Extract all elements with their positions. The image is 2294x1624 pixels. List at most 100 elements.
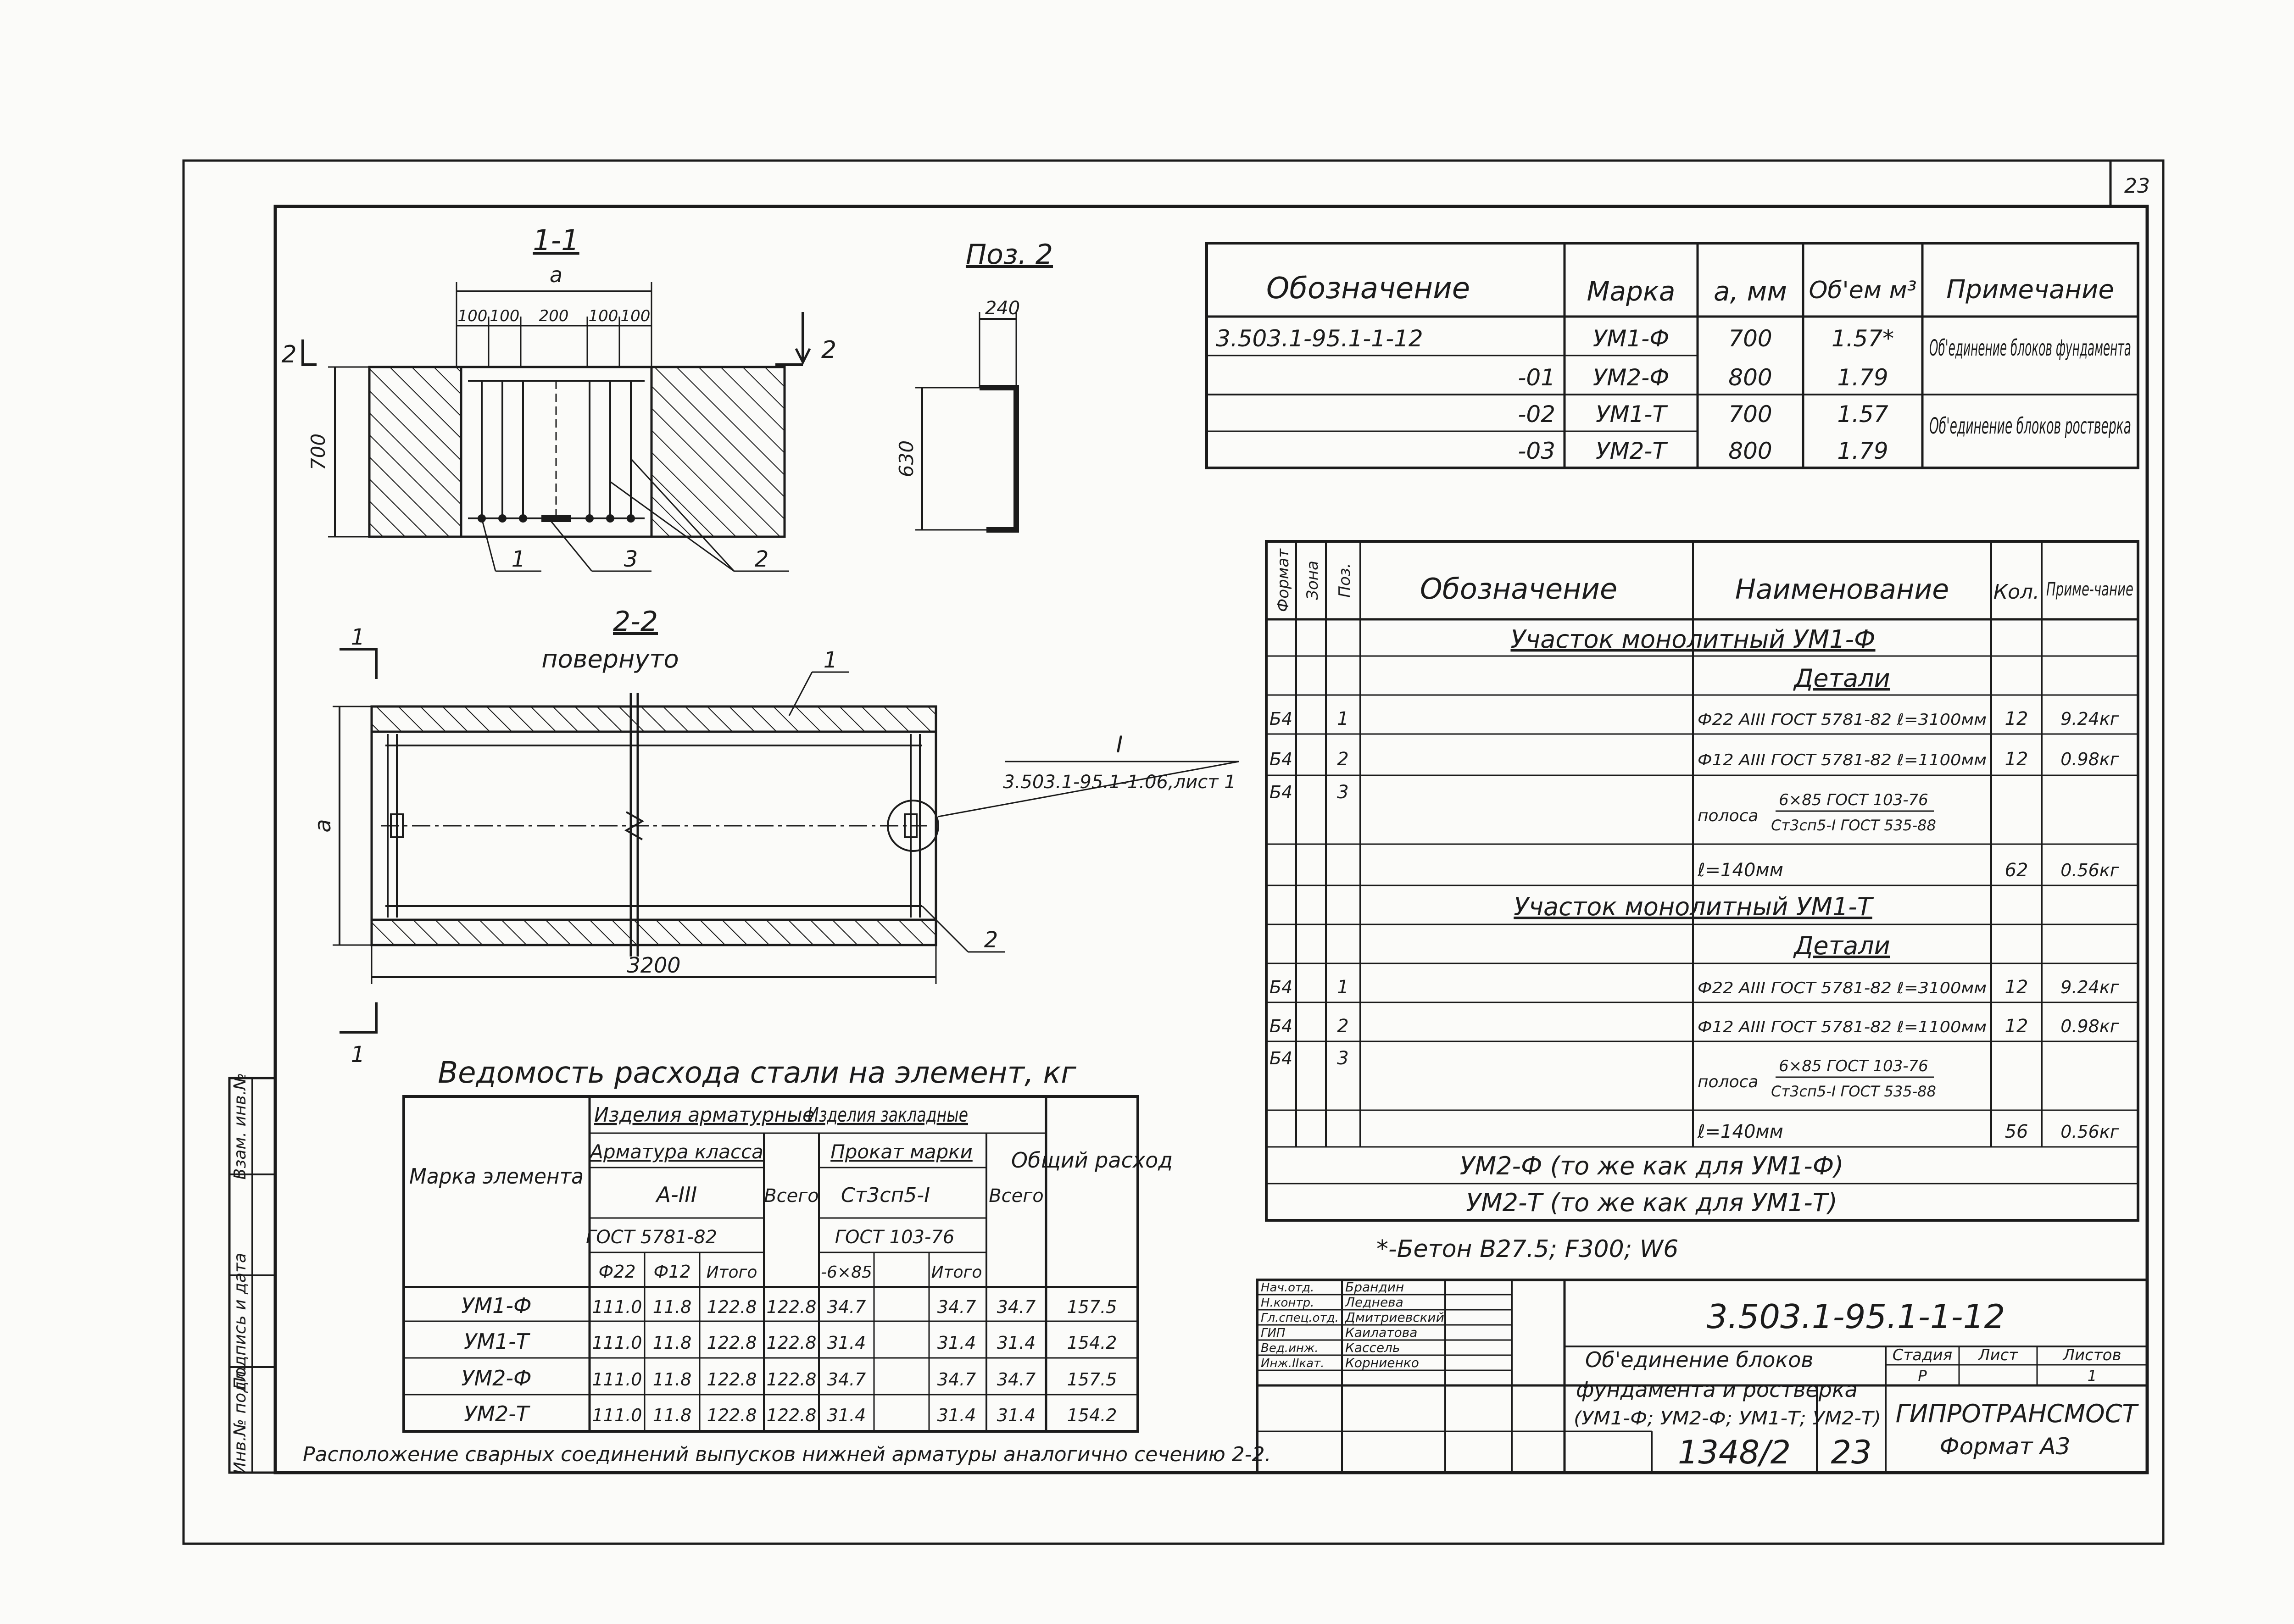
svg-text:Б4: Б4 (1269, 1048, 1292, 1068)
svg-text:Примечание: Примечание (1946, 275, 2114, 305)
steel-row-value: 34.7 (827, 1369, 866, 1390)
svg-text:Б4: Б4 (1269, 1016, 1292, 1036)
archive-number: 1348/2 (1678, 1434, 1791, 1471)
svg-text:9.24кг: 9.24кг (2060, 977, 2120, 997)
svg-text:-6×85: -6×85 (821, 1263, 872, 1282)
signatory-name: Леднева (1345, 1295, 1403, 1310)
steel-row-value: 31.4 (997, 1333, 1036, 1353)
signatory-name: Каилатова (1345, 1325, 1417, 1340)
svg-text:Ст3сп5-I ГОСТ 535-88: Ст3сп5-I ГОСТ 535-88 (1771, 1083, 1936, 1100)
signatory-role: Гл.спец.отд. (1261, 1311, 1339, 1325)
pos-2-title: Поз. 2 (966, 239, 1053, 271)
svg-text:Изделия закладные: Изделия закладные (807, 1103, 968, 1127)
svg-text:Об'единение блоков фундамента: Об'единение блоков фундамента (1929, 335, 2131, 361)
svg-text:a: a (310, 819, 336, 832)
svg-text:0.56кг: 0.56кг (2060, 860, 2120, 880)
svg-text:Ф22 АIII ГОСТ 5781-82 ℓ=3100мм: Ф22 АIII ГОСТ 5781-82 ℓ=3100мм (1698, 979, 1987, 997)
corner-page-number: 23 (2124, 174, 2150, 198)
svg-text:12: 12 (2005, 708, 2028, 729)
format-label: Формат А3 (1940, 1433, 2071, 1460)
steel-row-value: 157.5 (1067, 1297, 1117, 1317)
steel-row-value: 31.4 (997, 1405, 1036, 1425)
svg-text:2: 2 (984, 927, 998, 953)
svg-text:3: 3 (1337, 782, 1348, 803)
title-block: 3.503.1-95.1-1-12 Об'единение блоков фун… (1256, 1279, 2149, 1474)
svg-text:Марка элемента: Марка элемента (409, 1164, 584, 1189)
section-2-2: 2-2 повернуто 1 1 a 3200 1 (310, 606, 1239, 1068)
svg-text:Об'единение блоков: Об'единение блоков (1585, 1347, 1813, 1372)
svg-text:Детали: Детали (1793, 664, 1890, 693)
svg-text:-03: -03 (1518, 438, 1555, 464)
svg-text:Поз.: Поз. (1336, 563, 1354, 597)
svg-text:УМ2-Ф (то же как для УМ1-Ф): УМ2-Ф (то же как для УМ1-Ф) (1460, 1151, 1844, 1180)
steel-row-value: 34.7 (937, 1297, 976, 1317)
svg-text:100: 100 (490, 307, 520, 325)
svg-text:1: 1 (351, 624, 365, 650)
steel-row-value: 34.7 (827, 1297, 866, 1317)
svg-text:Арматура класса: Арматура класса (589, 1140, 763, 1163)
svg-text:2: 2 (755, 546, 769, 572)
svg-text:Ст3сп5-I: Ст3сп5-I (841, 1184, 930, 1207)
svg-text:ГОСТ 5781-82: ГОСТ 5781-82 (586, 1227, 717, 1248)
steel-row-value: 122.8 (767, 1297, 817, 1317)
svg-text:ГОСТ 103-76: ГОСТ 103-76 (835, 1227, 955, 1248)
stamp-sign-date-label: Подпись и дата (231, 1253, 250, 1390)
steel-row-value: 111.0 (592, 1333, 642, 1353)
stamp-original-label: Инв.№ подл. (231, 1366, 250, 1474)
section-2-2-title: 2-2 (613, 606, 658, 638)
svg-text:9.24кг: 9.24кг (2060, 709, 2120, 729)
svg-text:3.503.1-95.1-1-12: 3.503.1-95.1-1-12 (1216, 325, 1423, 352)
svg-text:3: 3 (1337, 1048, 1348, 1069)
steel-row-mark: УМ2-Т (464, 1402, 531, 1426)
svg-text:1: 1 (1337, 977, 1348, 998)
svg-text:240: 240 (985, 298, 1020, 319)
svg-text:Участок монолитный УМ1-Т: Участок монолитный УМ1-Т (1514, 892, 1874, 921)
steel-row-value: 122.8 (707, 1369, 757, 1390)
steel-row-value: 11.8 (653, 1297, 692, 1317)
steel-row-value: 122.8 (707, 1405, 757, 1425)
svg-text:1.79: 1.79 (1837, 364, 1888, 391)
svg-text:6×85 ГОСТ 103-76: 6×85 ГОСТ 103-76 (1779, 791, 1928, 809)
steel-row-value: 34.7 (937, 1369, 976, 1390)
svg-text:ℓ=140мм: ℓ=140мм (1697, 860, 1783, 881)
steel-row-value: 11.8 (653, 1405, 692, 1425)
svg-text:12: 12 (2005, 749, 2028, 770)
svg-text:700: 700 (1728, 401, 1772, 428)
steel-row-value: 122.8 (767, 1405, 817, 1425)
svg-text:800: 800 (1728, 438, 1772, 464)
svg-text:100: 100 (458, 307, 488, 325)
svg-text:a, мм: a, мм (1714, 276, 1787, 307)
signatory-name: Дмитриевский (1344, 1310, 1444, 1325)
steel-row-value: 122.8 (767, 1369, 817, 1390)
signatory-role: Н.контр. (1261, 1296, 1314, 1310)
svg-text:62: 62 (2005, 860, 2028, 881)
concrete-note: *-Бетон В27.5; F300; W6 (1376, 1235, 1678, 1263)
svg-text:УМ2-Т (то же как для УМ1-Т): УМ2-Т (то же как для УМ1-Т) (1466, 1188, 1837, 1217)
svg-text:Прокат марки: Прокат марки (830, 1140, 973, 1163)
svg-text:Всего: Всего (989, 1185, 1044, 1207)
spec-table: Формат Зона Поз. Обозначение Наименовани… (1265, 540, 2139, 1222)
svg-text:Ф12: Ф12 (653, 1262, 690, 1282)
outer-frame (182, 159, 2165, 1545)
svg-text:3: 3 (624, 546, 638, 572)
signatory-name: Кассель (1345, 1340, 1400, 1355)
svg-text:(УМ1-Ф; УМ2-Ф; УМ1-Т; УМ2-Т): (УМ1-Ф; УМ2-Ф; УМ1-Т; УМ2-Т) (1574, 1408, 1881, 1429)
svg-text:12: 12 (2005, 977, 2028, 998)
svg-text:УМ1-Ф: УМ1-Ф (1593, 325, 1670, 352)
svg-text:6×85 ГОСТ 103-76: 6×85 ГОСТ 103-76 (1779, 1057, 1928, 1075)
title-block-signatures: Нач.отд.БрандинН.контр.ЛедневаГл.спец.от… (1261, 1279, 1444, 1370)
svg-text:Марка: Марка (1587, 276, 1676, 307)
svg-text:Стадия: Стадия (1893, 1346, 1952, 1364)
signatory-role: ГИП (1261, 1326, 1286, 1340)
pos-2-detail: Поз. 2 240 630 (895, 239, 1053, 533)
svg-text:Обозначение: Обозначение (1420, 572, 1617, 606)
svg-text:1: 1 (2088, 1367, 2097, 1385)
svg-text:полоса: полоса (1698, 806, 1758, 825)
svg-text:100: 100 (621, 307, 651, 325)
svg-text:фундамента и ростверка: фундамента и ростверка (1576, 1377, 1858, 1402)
steel-row-value: 11.8 (653, 1333, 692, 1353)
steel-row-value: 122.8 (767, 1333, 817, 1353)
steel-row-mark: УМ1-Т (464, 1329, 531, 1354)
svg-text:Общий расход: Общий расход (1011, 1148, 1173, 1173)
